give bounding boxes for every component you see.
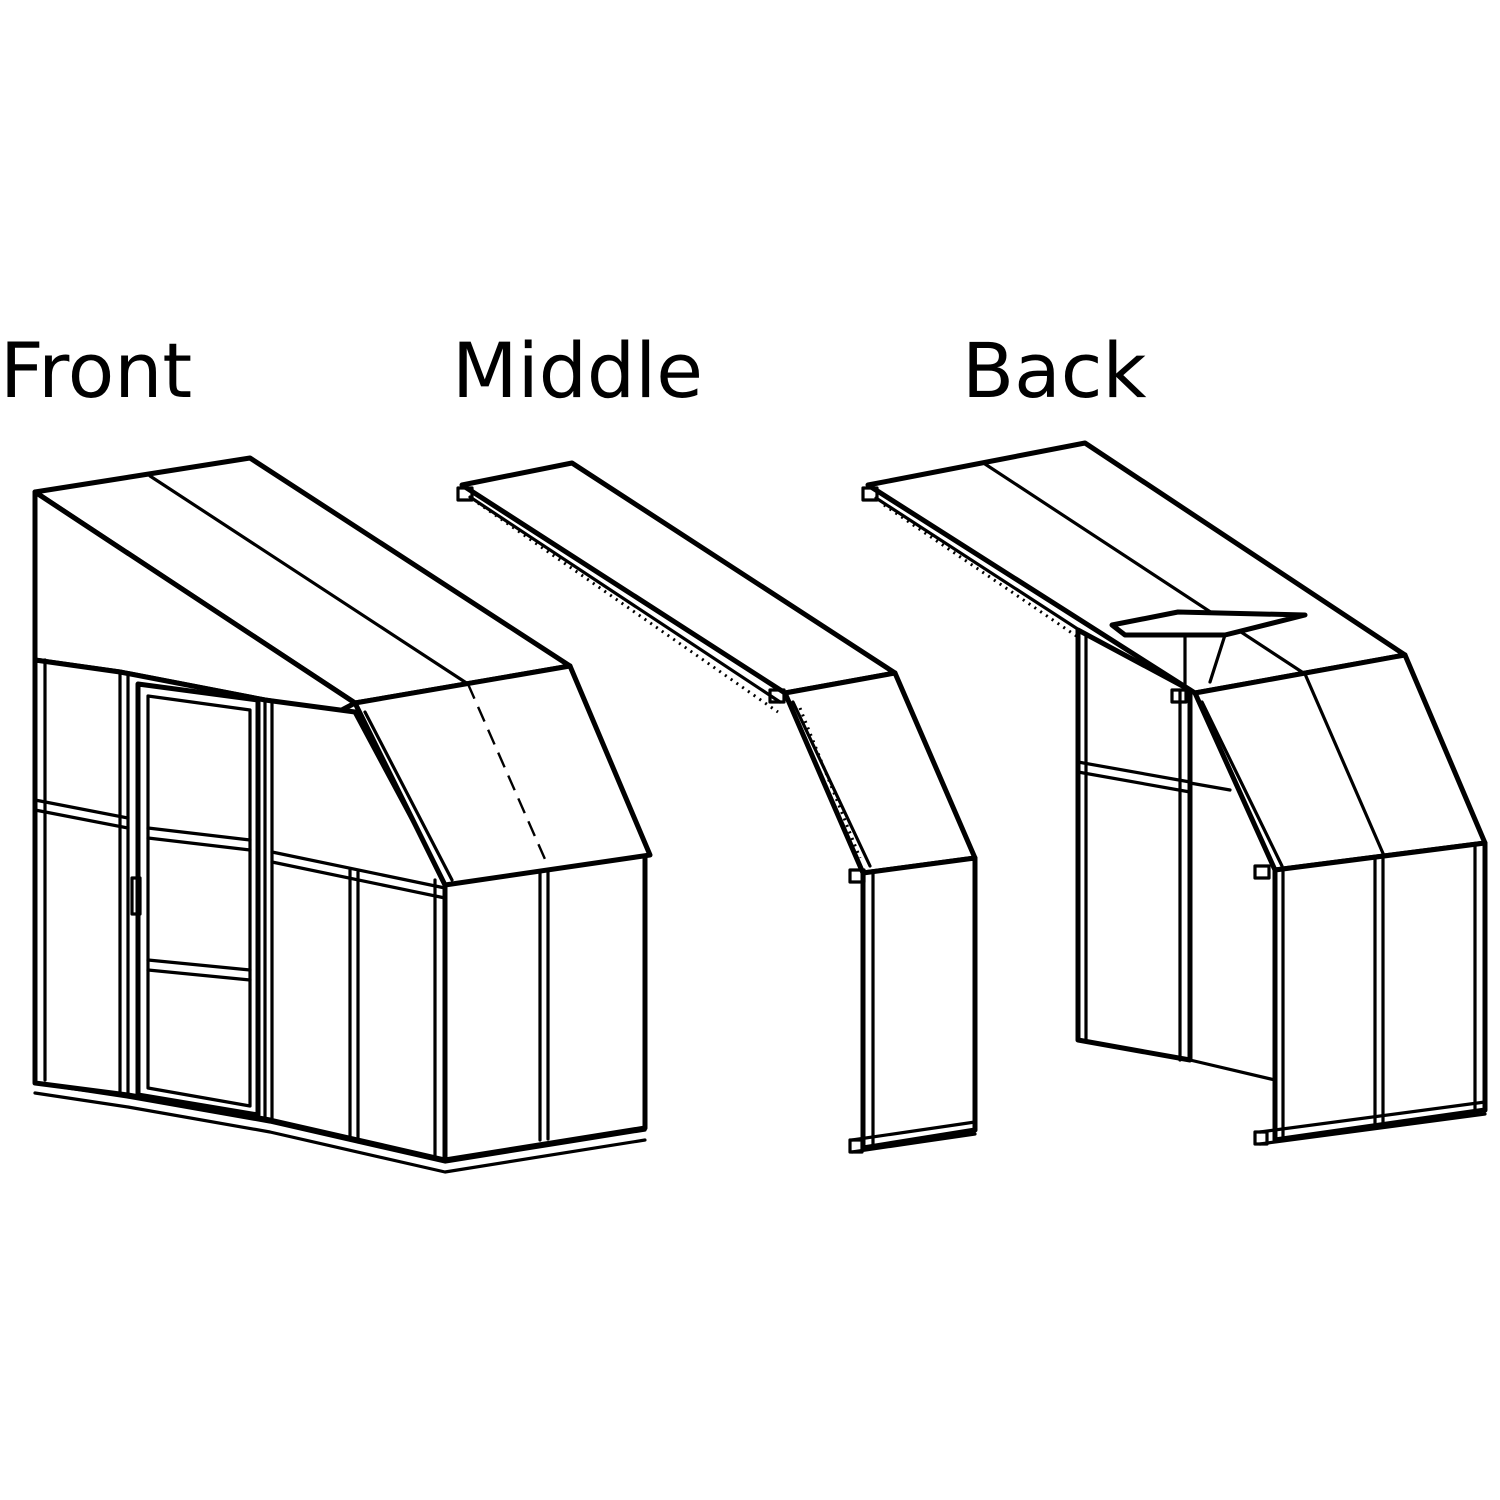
front-bottom-sill-b <box>33 1091 647 1174</box>
front-door-rail-lower <box>146 958 252 972</box>
back-roof-bolt-row <box>883 503 1189 714</box>
back-floor-rail <box>1188 1058 1277 1082</box>
back-bottom-sill-b <box>1258 1112 1487 1146</box>
back-bottom-sill <box>1258 1100 1487 1134</box>
front-door <box>135 681 261 1118</box>
front-side-rail <box>270 850 447 890</box>
front-upper-sloped-wall <box>352 663 653 888</box>
front-door-rail-upper-b <box>146 836 252 852</box>
back-sloped-wall <box>1192 652 1488 873</box>
front-wall-rail-lower <box>33 808 130 830</box>
back-vent-opener-strut <box>1208 633 1227 684</box>
middle-roof-eave-bar <box>468 495 782 704</box>
back-roof-bracket <box>861 486 879 502</box>
middle-wall-bracket <box>848 868 866 884</box>
back-lower-wall <box>1272 840 1488 1143</box>
back-eave-bracket <box>1170 688 1188 704</box>
middle-bottom-sill-b <box>850 1132 977 1154</box>
back-floor-rail-b <box>1076 1038 1192 1062</box>
back-section <box>861 440 1488 1146</box>
middle-sloped-bolt-row <box>798 707 862 859</box>
middle-section <box>456 460 978 1154</box>
front-sloped-seam <box>466 683 550 867</box>
front-side-wall <box>442 852 648 1163</box>
middle-base-bracket <box>848 1138 864 1154</box>
front-sloped-edge-bar <box>363 710 454 882</box>
back-sloped-edge-bar <box>1200 700 1284 868</box>
front-wall-rail <box>33 798 130 820</box>
middle-roof-bracket <box>456 486 474 502</box>
middle-roof-bolt-row <box>477 501 779 714</box>
back-wall-rail-ext <box>1188 781 1232 792</box>
back-roof-ridge-bar <box>983 462 1307 676</box>
front-section <box>32 455 653 1174</box>
back-wall-rail <box>1076 760 1192 784</box>
front-door-frame <box>146 694 252 1108</box>
middle-sloped-edge-bar <box>791 700 872 868</box>
front-bottom-sill <box>33 1081 647 1164</box>
back-sloped-seam <box>1303 672 1387 860</box>
back-wall-bracket <box>1253 864 1271 880</box>
middle-section-label: Middle <box>452 326 704 415</box>
front-roof-ridge-bar <box>148 474 470 686</box>
back-roof-panel <box>865 440 1408 696</box>
back-roof-vent <box>1109 609 1308 638</box>
front-section-label: Front <box>0 326 193 415</box>
front-door-handle-icon <box>130 876 142 916</box>
back-base-bracket <box>1253 1130 1269 1146</box>
front-door-rail-lower-b <box>146 968 252 982</box>
middle-lower-wall <box>860 855 978 1151</box>
middle-sloped-wall <box>782 670 978 876</box>
back-wall-rail-b <box>1076 770 1192 794</box>
front-door-rail-upper <box>146 826 252 842</box>
back-section-label: Back <box>962 326 1147 415</box>
middle-bottom-sill <box>850 1120 977 1142</box>
